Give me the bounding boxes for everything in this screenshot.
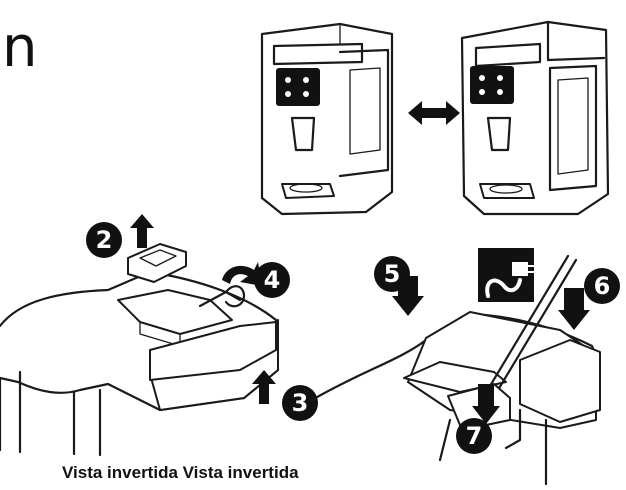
svg-text:6: 6	[594, 272, 611, 300]
coffee-machine-left	[260, 22, 394, 216]
arrow-up-icon	[130, 214, 154, 248]
power-plug-icon	[478, 248, 534, 302]
arrow-down-icon	[472, 384, 500, 424]
step-badge-6: 6	[584, 268, 620, 304]
assembly-left	[0, 243, 280, 457]
coffee-machine-right	[460, 20, 610, 216]
caption-inverted-view: Vista invertida Vista invertida	[62, 463, 299, 482]
step-badge-3: 3	[282, 385, 318, 421]
heading-fragment: n	[2, 15, 38, 80]
assembly-right	[310, 254, 602, 486]
control-panel-right	[470, 66, 514, 104]
svg-text:7: 7	[466, 422, 483, 450]
svg-text:2: 2	[96, 226, 113, 254]
rotate-arrow-icon	[222, 262, 262, 286]
svg-text:5: 5	[384, 260, 401, 288]
step-badge-5: 5	[374, 256, 410, 292]
arrow-down-icon	[558, 288, 590, 330]
arrow-up-icon	[252, 370, 276, 404]
step-badge-7: 7	[456, 418, 492, 454]
control-panel-left	[276, 68, 320, 106]
step-badge-2: 2	[86, 222, 122, 258]
double-arrow-icon	[408, 101, 460, 125]
svg-text:3: 3	[292, 389, 309, 417]
step-badge-4: 4	[254, 262, 290, 298]
svg-text:4: 4	[264, 266, 281, 294]
